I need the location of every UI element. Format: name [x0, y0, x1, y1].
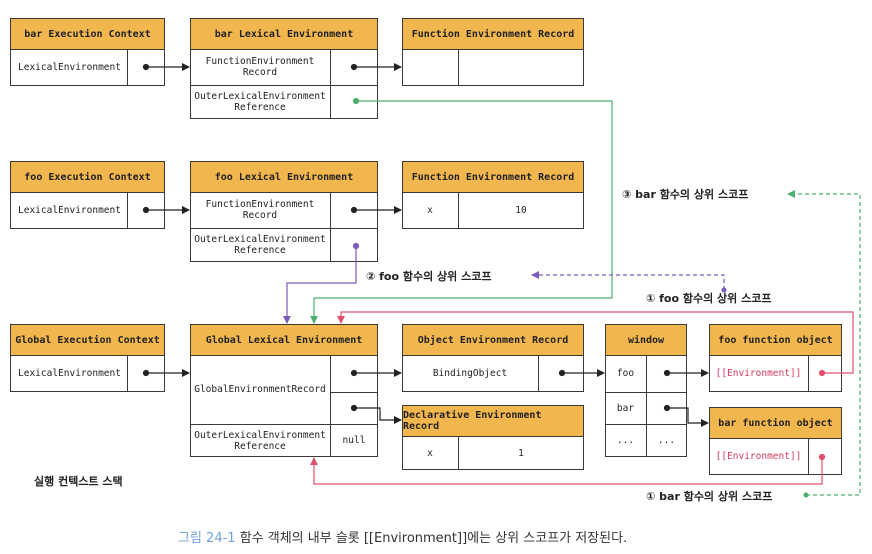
note-foo-scope-2: ② foo 함수의 상위 스코프: [366, 270, 492, 283]
foo-ec-lexical-env: LexicalEnvironment: [18, 205, 121, 216]
foo-fer-value: 10: [515, 205, 527, 216]
global-le-outer-ref: OuterLexicalEnvironment Reference: [194, 429, 326, 452]
foo-le-header: foo Lexical Environment: [190, 161, 378, 193]
bar-le-outer-ref: OuterLexicalEnvironment Reference: [194, 91, 326, 113]
bar-fn-header: bar function object: [709, 407, 842, 439]
foo-ec-header: foo Execution Context: [10, 161, 165, 193]
bar-ec-lexical-env: LexicalEnvironment: [18, 62, 121, 73]
decl-er-value: 1: [518, 447, 524, 459]
global-ec-lexical-env: LexicalEnvironment: [18, 368, 121, 379]
figure-number: 그림 24-1: [178, 531, 236, 546]
bar-fn-environment-slot: [[Environment]]: [715, 451, 802, 462]
global-le-header: Global Lexical Environment: [190, 324, 378, 356]
global-le-env-record: GlobalEnvironmentRecord: [194, 384, 326, 395]
foo-env-pink-line: [337, 311, 854, 377]
global-ec-header: Global Execution Context: [10, 324, 165, 356]
execution-context-stack-label: 실행 컨텍스트 스택: [34, 475, 123, 488]
window-row-bar: bar: [616, 402, 635, 414]
window-bar-to-bar-fn-arrow: [667, 407, 709, 427]
figure-caption: 그림 24-1 함수 객체의 내부 슬롯 [[Environment]]에는 상…: [178, 527, 627, 546]
bar-scope-green-dashed: [787, 190, 861, 498]
bar-ec-body: [10, 49, 165, 86]
bar-ec-header: bar Execution Context: [10, 18, 165, 50]
window-header: window: [605, 324, 687, 356]
foo-outer-ref-purple-line: [283, 242, 360, 324]
obj-er-header: Object Environment Record: [402, 324, 584, 356]
foo-le-function-env-record: FunctionEnvironment Record: [205, 199, 315, 221]
foo-fer-header: Function Environment Record: [402, 161, 584, 193]
foo-scope-purple-dashed: [531, 271, 727, 293]
note-bar-scope-1: ① bar 함수의 상위 스코프: [646, 490, 773, 503]
note-foo-scope-1: ① foo 함수의 상위 스코프: [646, 292, 772, 305]
obj-er-binding-object: BindingObject: [432, 368, 508, 379]
bar-env-pink-line: [310, 453, 826, 485]
decl-er-key: x: [427, 447, 433, 459]
figure-caption-text: 함수 객체의 내부 슬롯 [[Environment]]에는 상위 스코프가 저…: [235, 531, 628, 546]
global-le-to-decl-er-arrow: [354, 407, 402, 424]
foo-fn-header: foo function object: [709, 324, 842, 356]
foo-le-outer-ref: OuterLexicalEnvironment Reference: [194, 234, 326, 256]
note-bar-scope-3: ③ bar 함수의 상위 스코프: [622, 188, 749, 201]
foo-fer-key: x: [427, 205, 433, 216]
global-le-outer-null: null: [342, 435, 366, 446]
window-row-ellipsis-key: ...: [616, 435, 635, 446]
foo-fn-environment-slot: [[Environment]]: [715, 368, 802, 379]
window-row-foo: foo: [616, 368, 635, 379]
window-row-ellipsis-value: ...: [657, 435, 676, 446]
bar-le-function-env-record: FunctionEnvironment Record: [205, 56, 315, 78]
bar-outer-ref-green-line: [310, 97, 613, 324]
decl-er-header: Declarative Environment Record: [402, 405, 584, 437]
